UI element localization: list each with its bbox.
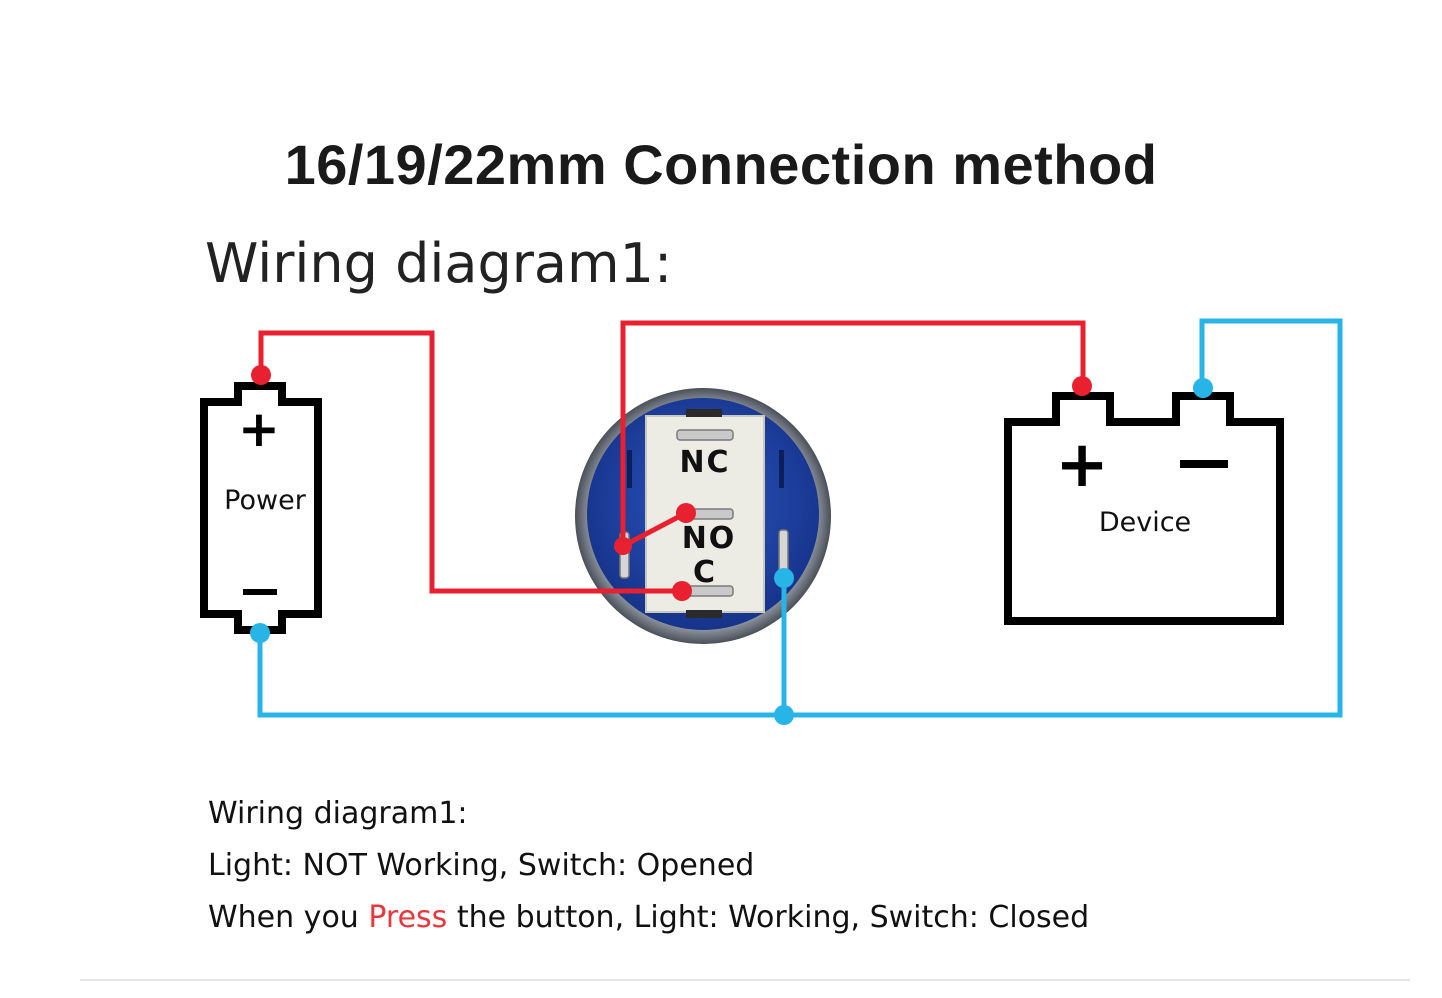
device-plus-sign: + [1055,428,1109,502]
dot-power-negative [250,623,270,643]
no-label: NO [682,521,737,556]
note-pressed-suffix: the button, Light: Working, Switch: Clos… [447,900,1090,935]
nc-label: NC [679,445,730,480]
note-default-state: Light: NOT Working, Switch: Opened [208,848,755,883]
power-label: Power [224,485,307,516]
device-label: Device [1099,507,1191,538]
bottom-divider [80,979,1410,981]
positive-wiring [258,320,1086,594]
negative-wiring [257,318,1343,718]
terminal-slot-bottom [686,610,722,618]
dot-device-negative [1193,378,1213,398]
dot-lamp-right [774,568,794,588]
dot-power-positive [251,365,271,385]
c-label: C [693,555,715,590]
push-button-switch: 3 4 1 2 NC NO C [575,388,831,644]
terminal-slot-top [686,409,722,417]
blue-wire-power-to-device [257,318,1343,718]
device-minus-sign [1180,460,1228,468]
device-outline [1004,392,1284,625]
red-wire-power-to-c [258,330,682,594]
note-title: Wiring diagram1: [208,796,468,831]
red-wire-lamp-to-device [620,320,1086,546]
power-outline [200,382,322,634]
power-supply: + Power [200,382,322,634]
wiring-notes: Wiring diagram1: Light: NOT Working, Swi… [208,792,1089,948]
power-minus-sign [243,589,277,595]
switch-right-contact [779,450,784,488]
nc-terminal-tab [676,429,734,441]
dot-lamp-left [614,537,632,555]
press-highlight: Press [368,900,448,935]
diagram-subtitle: Wiring diagram1: [205,232,673,295]
note-pressed-state: When you Press the button, Light: Workin… [208,896,1089,948]
dot-c-terminal [672,581,692,601]
dot-junction [774,705,794,725]
device: + Device [1004,392,1284,625]
dot-device-positive [1072,376,1092,396]
power-plus-sign: + [238,400,280,458]
dot-no-terminal [676,503,696,523]
connection-dots [250,365,1213,725]
red-wire-no-to-lamp [621,510,688,549]
note-pressed-prefix: When you [208,900,369,935]
switch-left-contact [627,450,632,488]
page-title: 16/19/22mm Connection method [284,133,1158,196]
